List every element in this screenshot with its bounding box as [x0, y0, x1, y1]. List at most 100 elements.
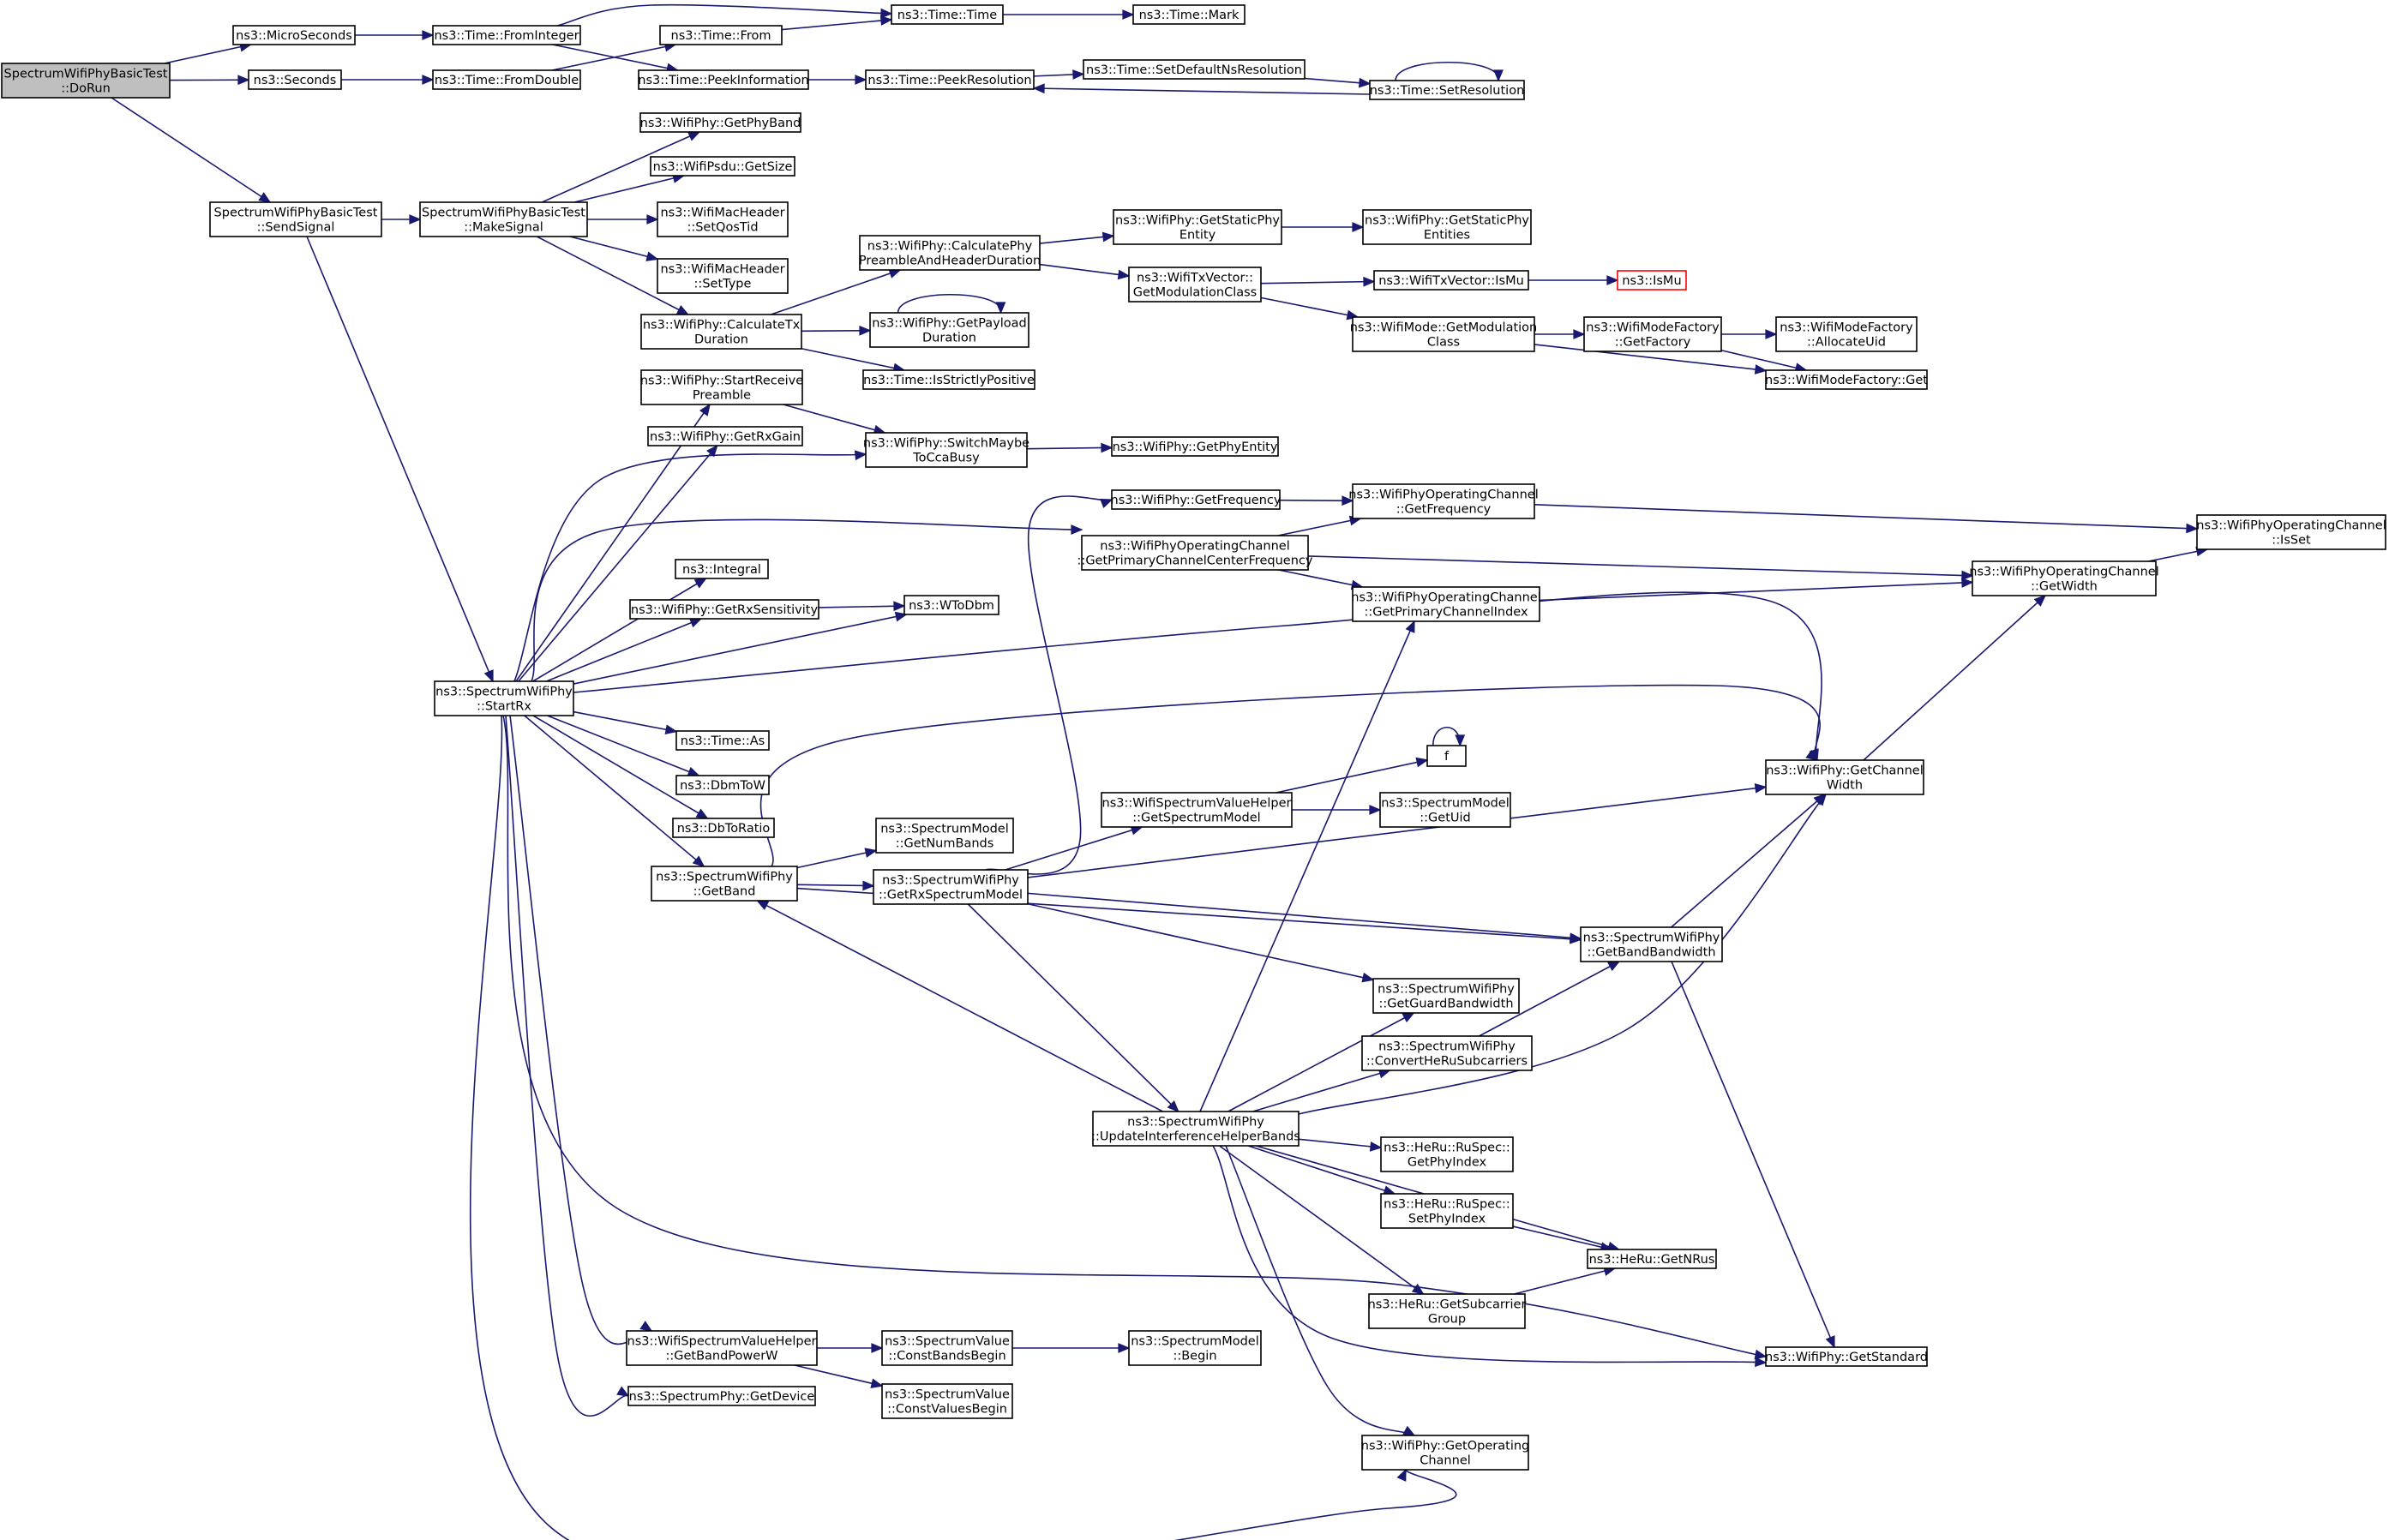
arrow-head-icon [1342, 495, 1354, 506]
node-getbandbw[interactable]: ns3::SpectrumWifiPhy::GetBandBandwidth [1580, 926, 1723, 962]
node-getrxsens[interactable]: ns3::WifiPhy::GetRxSensitivity [629, 599, 819, 620]
node-getmodclass[interactable]: ns3::WifiTxVector::GetModulationClass [1128, 267, 1262, 303]
node-label: ns3::SpectrumModel [1381, 797, 1510, 811]
node-opgetwidth[interactable]: ns3::WifiPhyOperatingChannel::GetWidth [1969, 560, 2159, 596]
node-getbandpower[interactable]: ns3::WifiSpectrumValueHelper::GetBandPow… [626, 1330, 818, 1366]
node-getfreq[interactable]: ns3::WifiPhy::GetFrequency [1111, 489, 1282, 510]
node-constbands[interactable]: ns3::SpectrumValue::ConstBandsBegin [881, 1330, 1013, 1366]
edge-line [783, 404, 885, 434]
node-smbegin[interactable]: ns3::SpectrumModel::Begin [1128, 1330, 1262, 1366]
node-box [1092, 1111, 1300, 1147]
arrow-head-icon [639, 1321, 653, 1332]
node-mark[interactable]: ns3::Time::Mark [1132, 4, 1246, 25]
node-label: ns3::WifiPhy::GetPayload [872, 317, 1027, 331]
node-getphyband[interactable]: ns3::WifiPhy::GetPhyBand [639, 112, 801, 133]
node-opgetfreq[interactable]: ns3::WifiPhyOperatingChannel::GetFrequen… [1348, 483, 1539, 519]
node-ismu[interactable]: ns3::IsMu [1617, 270, 1687, 291]
node-modegetmod[interactable]: ns3::WifiMode::GetModulationClass [1350, 316, 1538, 352]
node-allocuid[interactable]: ns3::WifiModeFactory::AllocateUid [1775, 316, 1918, 352]
node-seconds[interactable]: ns3::Seconds [248, 69, 342, 90]
node-box [672, 818, 775, 838]
node-sendsignal[interactable]: SpectrumWifiPhyBasicTest::SendSignal [209, 201, 382, 237]
node-convheru[interactable]: ns3::SpectrumWifiPhy::ConvertHeRuSubcarr… [1361, 1035, 1533, 1071]
node-getsize[interactable]: ns3::WifiPsdu::GetSize [650, 156, 795, 177]
node-dorun[interactable]: SpectrumWifiPhyBasicTest::DoRun [1, 63, 171, 99]
node-peekinfo[interactable]: ns3::Time::PeekInformation [638, 69, 809, 90]
node-settype[interactable]: ns3::WifiMacHeader::SetType [657, 258, 789, 294]
arrow-head-icon [237, 75, 250, 86]
edge-line [573, 175, 684, 203]
edge-line [573, 614, 907, 685]
edge-line [1026, 446, 1113, 450]
node-box [626, 1330, 818, 1366]
node-getuid[interactable]: ns3::SpectrumModel::GetUid [1379, 792, 1511, 828]
node-opisset[interactable]: ns3::WifiPhyOperatingChannel::IsSet [2196, 514, 2386, 550]
node-setqostid[interactable]: ns3::WifiMacHeader::SetQosTid [657, 201, 789, 237]
node-txismu[interactable]: ns3::WifiTxVector::IsMu [1373, 270, 1529, 291]
node-getrxspec[interactable]: ns3::SpectrumWifiPhy::GetRxSpectrumModel [873, 869, 1029, 905]
node-getband[interactable]: ns3::SpectrumWifiPhy::GetBand [651, 866, 798, 902]
node-rugetphyidx[interactable]: ns3::HeRu::RuSpec::GetPhyIndex [1380, 1136, 1514, 1172]
arrow-head-icon [693, 578, 707, 589]
edge-line [796, 849, 877, 869]
node-frominteger[interactable]: ns3::Time::FromInteger [432, 25, 581, 45]
node-wtodbm[interactable]: ns3::WToDbm [903, 595, 999, 615]
node-getphyentity[interactable]: ns3::WifiPhy::GetPhyEntity [1111, 436, 1279, 457]
node-box [1765, 759, 1924, 795]
node-getstandard[interactable]: ns3::WifiPhy::GetStandard [1765, 1346, 1928, 1367]
node-label: ::StartRx [477, 700, 531, 714]
node-vhgetspec[interactable]: ns3::WifiSpectrumValueHelper::GetSpectru… [1101, 792, 1293, 828]
edge-updateintf-to-getprimindex [1199, 620, 1415, 1112]
edge-line [985, 495, 1113, 875]
node-getnumbands[interactable]: ns3::SpectrumModel::GetNumBands [875, 818, 1014, 854]
node-getfactory[interactable]: ns3::WifiModeFactory::GetFactory [1583, 316, 1722, 352]
node-microseconds[interactable]: ns3::MicroSeconds [232, 25, 356, 45]
node-setdefres[interactable]: ns3::Time::SetDefaultNsResolution [1083, 59, 1306, 80]
node-fromdouble[interactable]: ns3::Time::FromDouble [432, 69, 581, 90]
node-from[interactable]: ns3::Time::From [659, 25, 783, 45]
edge-getrxspec-to-getguardbw [1027, 902, 1375, 983]
node-makesignal[interactable]: SpectrumWifiPhyBasicTest::MakeSignal [419, 201, 588, 237]
node-getprimindex[interactable]: ns3::WifiPhyOperatingChannel::GetPrimary… [1351, 586, 1541, 622]
node-box [1379, 792, 1511, 828]
node-box [869, 312, 1029, 348]
node-rusetphyidx[interactable]: ns3::HeRu::RuSpec::SetPhyIndex [1380, 1193, 1514, 1229]
node-box [657, 258, 789, 294]
node-getrxgain[interactable]: ns3::WifiPhy::GetRxGain [647, 426, 803, 446]
node-f[interactable]: f [1426, 745, 1467, 767]
node-peekres[interactable]: ns3::Time::PeekResolution [865, 69, 1035, 90]
arrow-head-icon [688, 618, 703, 628]
node-getguardbw[interactable]: ns3::SpectrumWifiPhy::GetGuardBandwidth [1372, 978, 1520, 1014]
edge-startrx-to-dbtoratio [532, 715, 709, 819]
node-constvalues[interactable]: ns3::SpectrumValue::ConstValuesBegin [881, 1383, 1013, 1419]
node-updateintf[interactable]: ns3::SpectrumWifiPhy::UpdateInterference… [1091, 1111, 1300, 1147]
node-getdevice[interactable]: ns3::SpectrumPhy::GetDevice [627, 1386, 816, 1406]
node-factoryget[interactable]: ns3::WifiModeFactory::Get [1765, 369, 1928, 390]
node-label: ns3::WifiPhyOperatingChannel [1348, 488, 1538, 502]
edge-line [536, 236, 689, 315]
node-getprimcenter[interactable]: ns3::WifiPhyOperatingChannel::GetPrimary… [1077, 535, 1313, 571]
node-setres[interactable]: ns3::Time::SetResolution [1369, 80, 1525, 100]
node-calcphy[interactable]: ns3::WifiPhy::CalculatePhyPreambleAndHea… [859, 235, 1041, 271]
node-getnrus[interactable]: ns3::HeRu::GetNRus [1587, 1249, 1717, 1269]
edge-line [1005, 826, 1143, 871]
node-box [1617, 270, 1687, 291]
node-integral[interactable]: ns3::Integral [675, 559, 769, 579]
arrow-head-icon [1358, 77, 1372, 88]
node-startrx[interactable]: ns3::SpectrumWifiPhy::StartRx [434, 680, 574, 716]
arrow-head-icon [687, 766, 700, 776]
node-timeas[interactable]: ns3::Time::As [675, 730, 770, 751]
node-time[interactable]: ns3::Time::Time [891, 4, 1004, 25]
node-dbtoratio[interactable]: ns3::DbToRatio [672, 818, 775, 838]
node-dbmtow[interactable]: ns3::DbmToW [675, 775, 770, 795]
node-isstrictly[interactable]: ns3::Time::IsStrictlyPositive [862, 369, 1035, 390]
